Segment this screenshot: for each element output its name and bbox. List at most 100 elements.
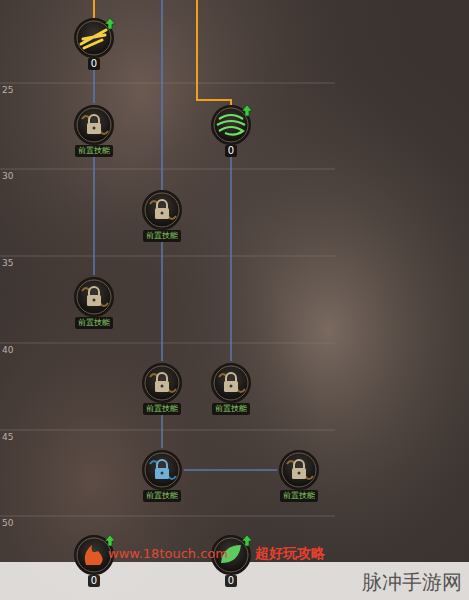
icon-ring: [77, 108, 111, 142]
skill-icon: [277, 448, 321, 492]
skill-link: [93, 70, 95, 103]
level-number: 25: [2, 85, 13, 95]
upgrade-arrow: [105, 18, 115, 29]
icon-disc: [212, 106, 250, 144]
skill-link: [93, 157, 95, 275]
skill-icon: [140, 448, 184, 492]
icon-ring: [282, 453, 316, 487]
padlock-body: [292, 468, 306, 479]
skill-node: 前置技能: [209, 361, 253, 415]
level-number: 30: [2, 171, 13, 181]
padlock-body: [87, 295, 101, 306]
skill-node: 前置技能: [140, 188, 184, 242]
skill-node: 前置技能: [140, 361, 184, 415]
icon-disc: [280, 451, 318, 489]
padlock-body: [155, 381, 169, 392]
skill-label: 前置技能: [75, 145, 113, 157]
skill-link: [230, 157, 232, 361]
skill-node: 前置技能: [277, 448, 321, 502]
padlock-shackle: [157, 373, 167, 381]
skill-label: 前置技能: [212, 403, 250, 415]
skill-label: 0: [88, 58, 100, 70]
icon-ring: [145, 366, 179, 400]
padlock-shackle: [89, 115, 99, 123]
padlock-body: [87, 123, 101, 134]
skill-link: [184, 469, 277, 471]
icon-disc: [75, 536, 113, 574]
skill-label: 前置技能: [280, 490, 318, 502]
icon-art: [150, 461, 176, 479]
skill-icon: [140, 188, 184, 232]
upgrade-arrow: [242, 535, 252, 546]
icon-ring: [214, 108, 248, 142]
padlock-body: [155, 468, 169, 479]
padlock-body: [155, 208, 169, 219]
icon-ring: [145, 193, 179, 227]
skill-node: 0: [72, 16, 116, 70]
skill-node: 前置技能: [72, 103, 116, 157]
icon-disc: [75, 106, 113, 144]
icon-disc: [75, 19, 113, 57]
padlock-hole: [161, 385, 164, 388]
skill-label: 0: [225, 575, 237, 587]
icon-ring: [214, 366, 248, 400]
skill-link: [161, 242, 163, 361]
padlock-hole: [93, 299, 96, 302]
padlock-hole: [298, 472, 301, 475]
skill-icon: [209, 103, 253, 147]
icon-ring: [145, 453, 179, 487]
icon-art: [287, 461, 313, 479]
skill-icon: [140, 361, 184, 405]
upgrade-arrow: [242, 105, 252, 116]
icon-art: [150, 201, 176, 219]
skill-icon: [72, 16, 116, 60]
level-gridlines: [0, 83, 335, 516]
incoming-paths: [94, 0, 231, 190]
skill-label: 0: [88, 575, 100, 587]
icon-art: [150, 374, 176, 392]
padlock-body: [224, 381, 238, 392]
padlock-hole: [93, 127, 96, 130]
icon-disc: [75, 278, 113, 316]
icon-art: [217, 115, 245, 135]
icon-ring: [77, 280, 111, 314]
skill-link: [161, 415, 163, 448]
icon-art: [82, 116, 108, 134]
level-number: 35: [2, 258, 13, 268]
padlock-hole: [230, 385, 233, 388]
skill-node: 前置技能: [72, 275, 116, 329]
icon-art: [82, 288, 108, 306]
skill-node: 前置技能: [140, 448, 184, 502]
padlock-shackle: [157, 200, 167, 208]
padlock-shackle: [89, 287, 99, 295]
watermark: 超好玩攻略: [255, 545, 325, 563]
skill-label: 前置技能: [143, 230, 181, 242]
skill-label: 前置技能: [143, 403, 181, 415]
icon-disc: [143, 191, 181, 229]
icon-disc: [143, 451, 181, 489]
site-watermark: 脉冲手游网: [362, 569, 462, 596]
upgrade-arrow: [105, 535, 115, 546]
watermark: www.18touch.com: [108, 546, 228, 561]
skill-icon: [72, 103, 116, 147]
icon-art: [219, 374, 245, 392]
padlock-hole: [161, 212, 164, 215]
padlock-hole: [161, 472, 164, 475]
skill-label: 前置技能: [143, 490, 181, 502]
icon-ring: [77, 538, 111, 572]
padlock-shackle: [226, 373, 236, 381]
level-number: 50: [2, 518, 13, 528]
icon-art: [85, 545, 103, 565]
skill-icon: [72, 275, 116, 319]
skill-icon: [209, 361, 253, 405]
skill-node: 0: [209, 103, 253, 157]
padlock-shackle: [294, 460, 304, 468]
level-number: 40: [2, 345, 13, 355]
icon-art: [81, 30, 106, 48]
skill-label: 0: [225, 145, 237, 157]
